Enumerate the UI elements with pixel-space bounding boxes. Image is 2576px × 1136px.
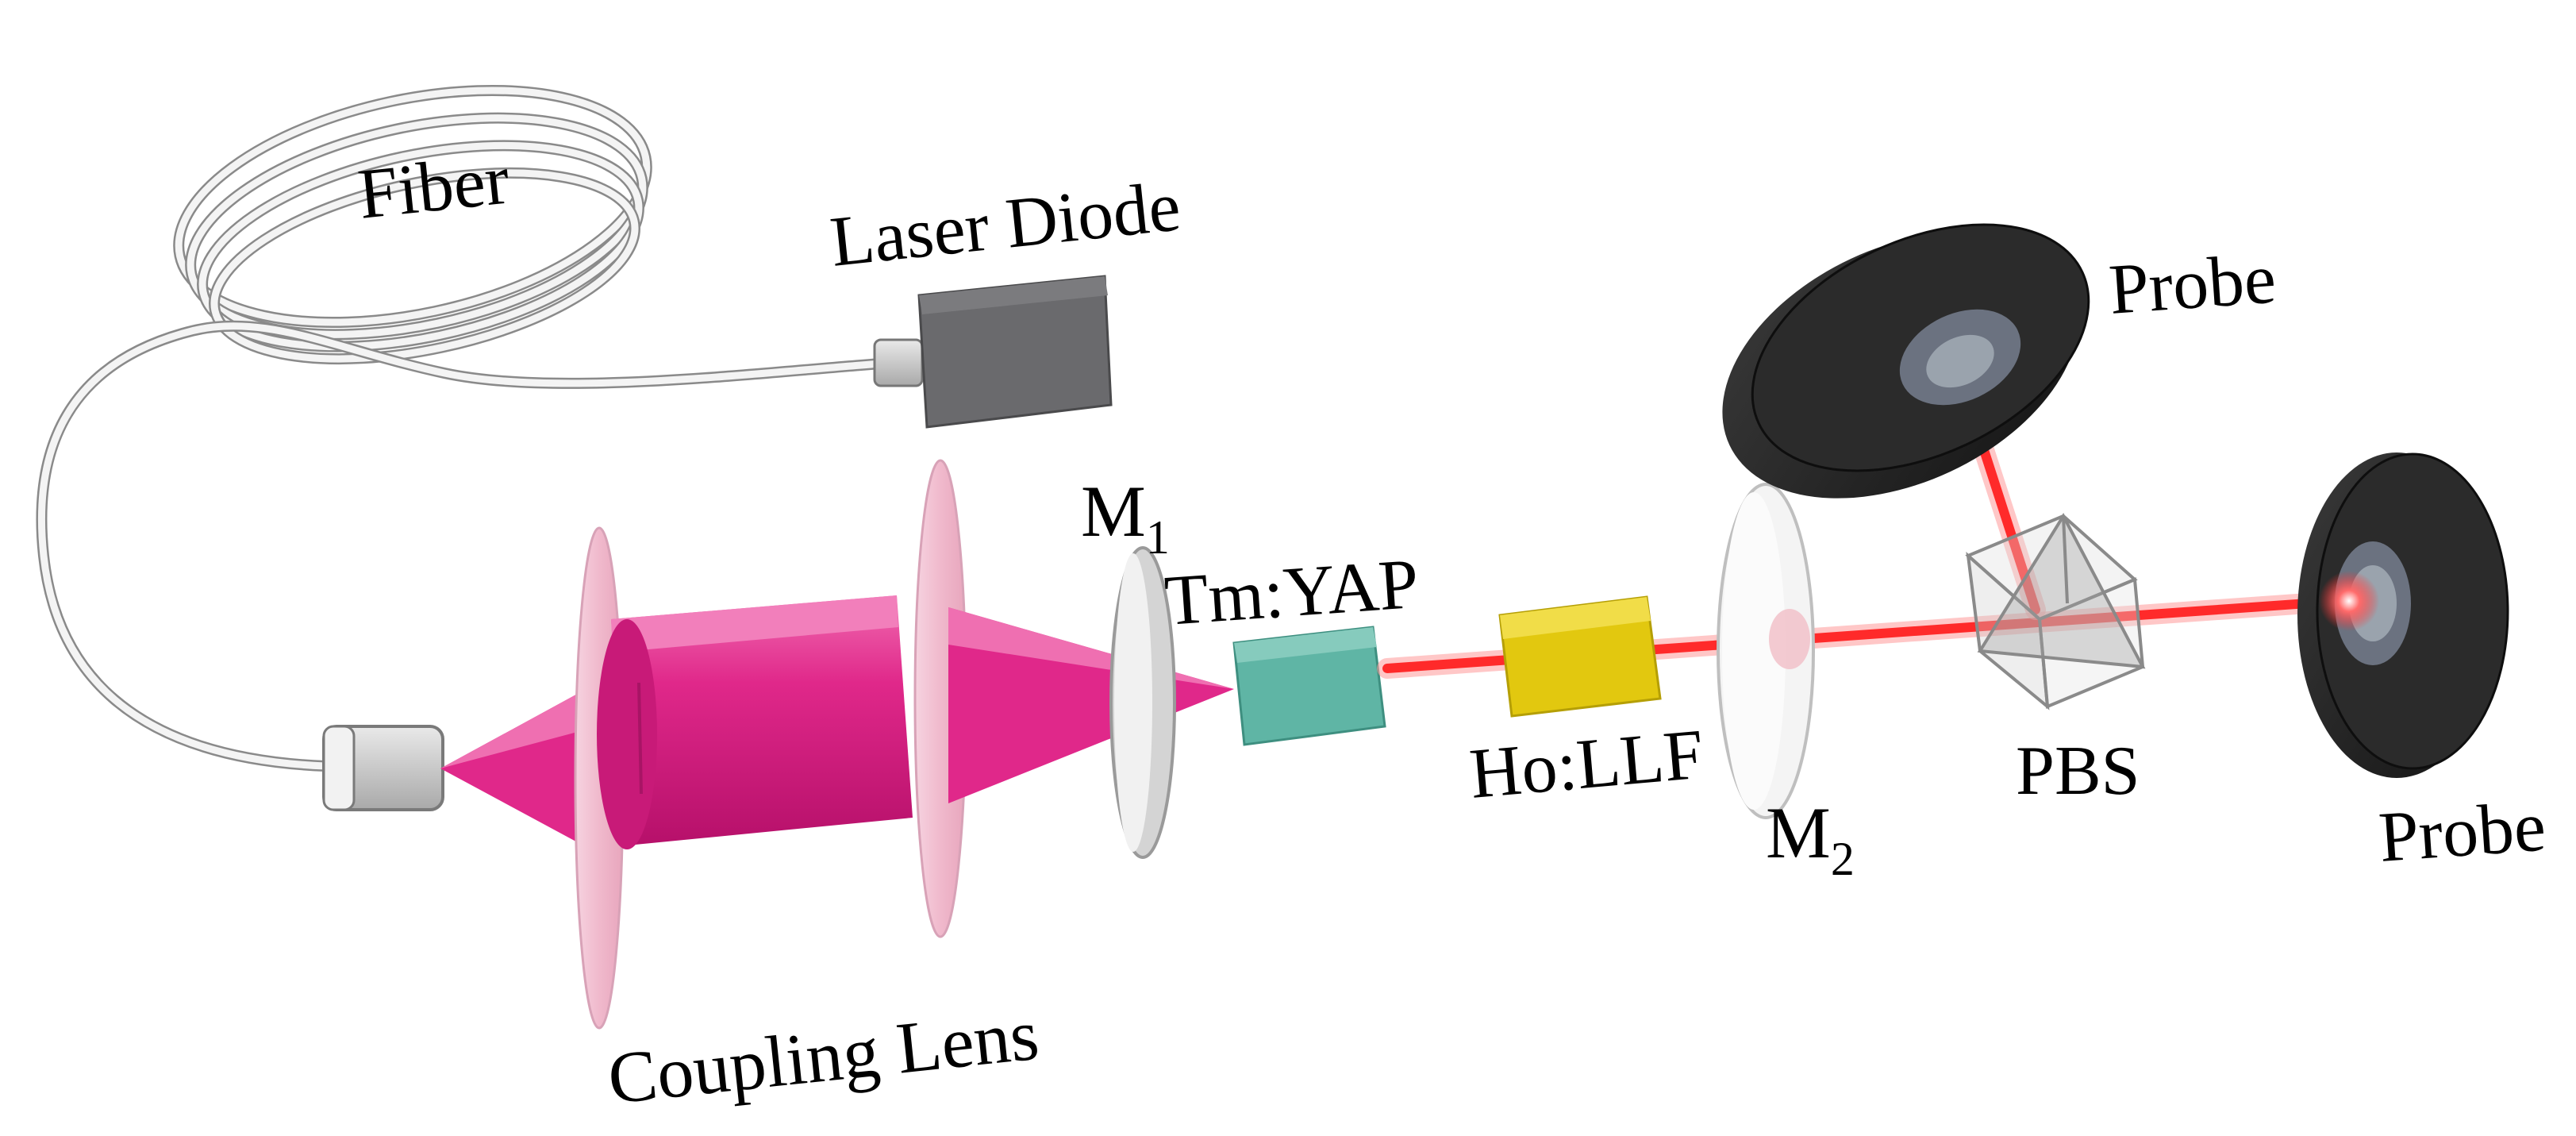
label-m1-base: M — [1081, 471, 1146, 552]
label-probe-right: Probe — [2376, 787, 2547, 877]
pbs-cube — [1965, 512, 2146, 710]
tm-yap-crystal — [1232, 626, 1386, 746]
label-tm-yap: Tm:YAP — [1162, 545, 1421, 641]
label-probe-top: Probe — [2106, 240, 2278, 329]
probe-top — [1722, 223, 2090, 499]
label-coupling-lens: Coupling Lens — [604, 994, 1042, 1119]
ho-llf-crystal — [1498, 595, 1662, 718]
laser-diode — [873, 275, 1113, 429]
fiber-connector — [322, 725, 444, 811]
probe-right — [2297, 452, 2509, 778]
label-m1-sub: 1 — [1146, 511, 1170, 564]
label-laser-diode: Laser Diode — [827, 167, 1184, 282]
label-m2-base: M — [1766, 792, 1831, 873]
label-m2-sub: 2 — [1831, 833, 1855, 885]
label-m2: M2 — [1766, 792, 1855, 885]
label-pbs: PBS — [2016, 733, 2140, 810]
mirror-m2 — [1717, 483, 1815, 819]
label-ho-llf: Ho:LLF — [1467, 715, 1707, 814]
label-fiber: Fiber — [355, 141, 513, 234]
fiber-coil — [173, 84, 652, 365]
coupling-lens-assembly — [440, 459, 1234, 1030]
mirror-m1 — [1109, 546, 1176, 859]
fiber-lead — [36, 320, 886, 772]
label-m1: M1 — [1081, 471, 1170, 564]
